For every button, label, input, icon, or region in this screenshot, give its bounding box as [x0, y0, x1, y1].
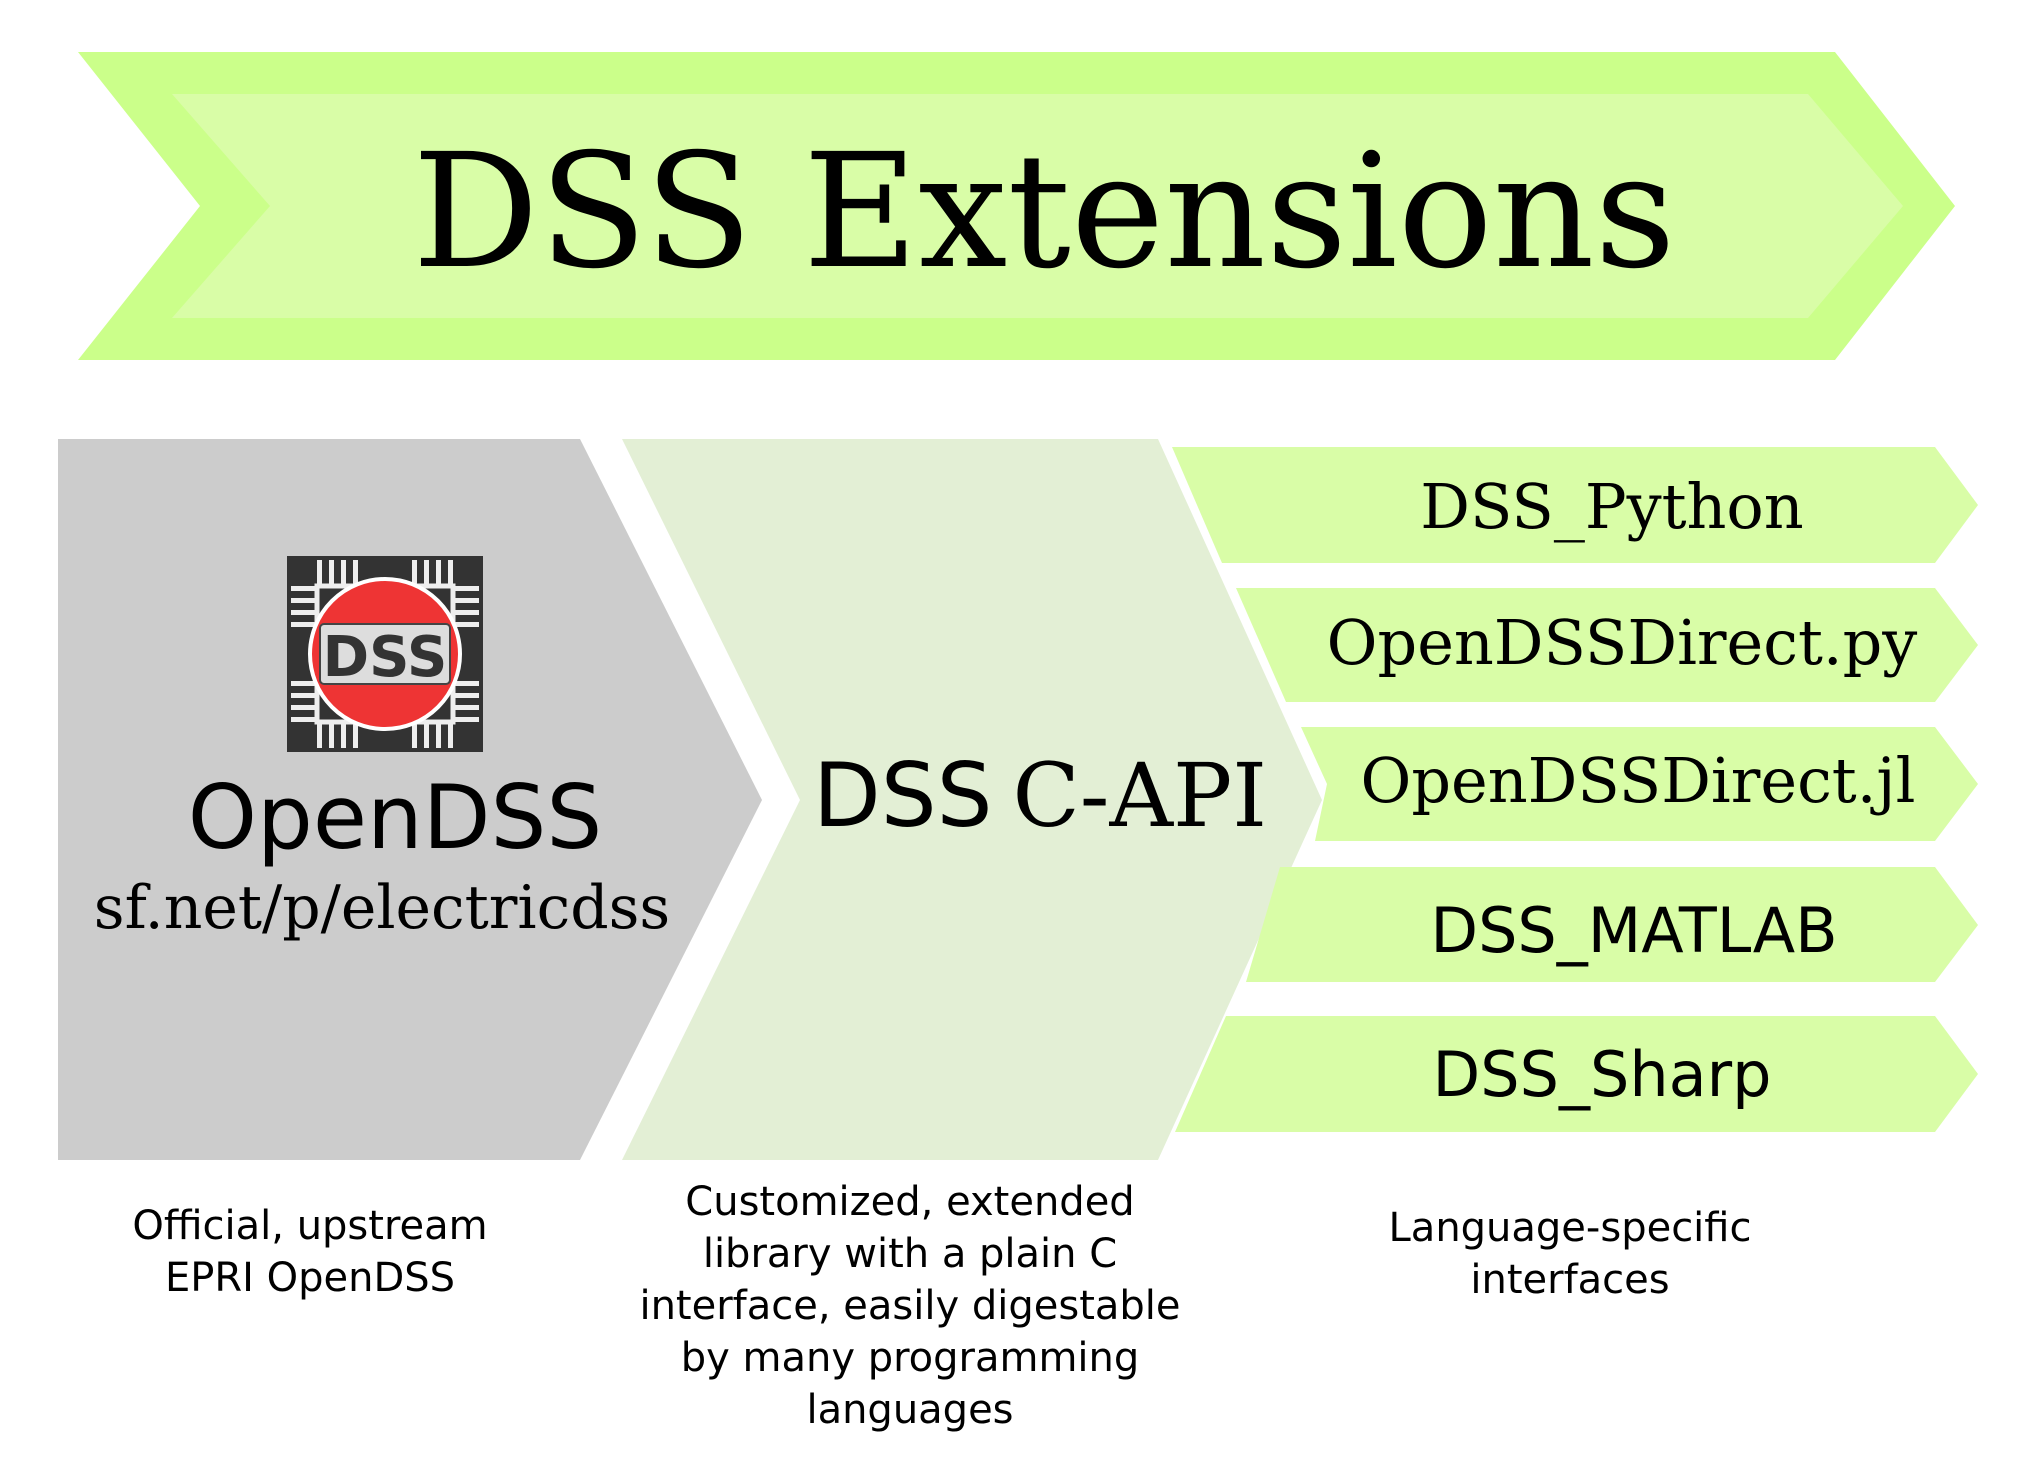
title-banner: DSS Extensions: [78, 52, 1955, 360]
language-arrow-shape: [1175, 1016, 1978, 1132]
languages-description: Language-specific interfaces: [1388, 1205, 1752, 1303]
language-arrow-shape: [1172, 447, 1978, 563]
opendss-block-shape: [58, 439, 762, 1160]
capi-title-sans: DSS: [813, 744, 992, 847]
title-text: DSS Extensions: [412, 120, 1675, 304]
capi-title-serif: C-API: [1012, 744, 1267, 847]
opendss-url: sf.net/p/electricdss: [94, 873, 670, 943]
language-item-opendssdirect-jl: OpenDSSDirect.jl: [1301, 727, 1978, 841]
opendss-logo-text: DSS: [323, 625, 448, 690]
capi-description: Customized, extended library with a plai…: [639, 1179, 1181, 1433]
language-item-opendssdirect-py: OpenDSSDirect.py: [1236, 588, 1978, 702]
capi-block-shape: [622, 439, 1322, 1160]
opendss-logo: DSS: [287, 556, 483, 752]
opendss-name: OpenDSS: [188, 766, 603, 869]
title-banner-inner: [172, 94, 1903, 318]
language-label: DSS_Python: [1420, 470, 1803, 543]
language-item-dss-python: DSS_Python: [1172, 447, 1978, 563]
language-arrow-shape: [1236, 588, 1978, 702]
language-item-dss-sharp: DSS_Sharp: [1175, 1016, 1978, 1132]
language-label: DSS_Sharp: [1433, 1038, 1772, 1111]
opendss-description: Official, upstream EPRI OpenDSS: [132, 1203, 488, 1301]
language-list: DSS_Python OpenDSSDirect.py OpenDSSDirec…: [1172, 447, 1978, 1132]
language-label: DSS_MATLAB: [1430, 894, 1837, 967]
language-label: OpenDSSDirect.jl: [1361, 744, 1916, 817]
language-item-dss-matlab: DSS_MATLAB: [1246, 867, 1978, 982]
language-arrow-shape: [1246, 867, 1978, 982]
opendss-block: DSS OpenDSS sf.net/p/electricdss: [58, 439, 762, 1160]
language-label: OpenDSSDirect.py: [1327, 606, 1918, 679]
language-arrow-shape: [1301, 727, 1978, 841]
